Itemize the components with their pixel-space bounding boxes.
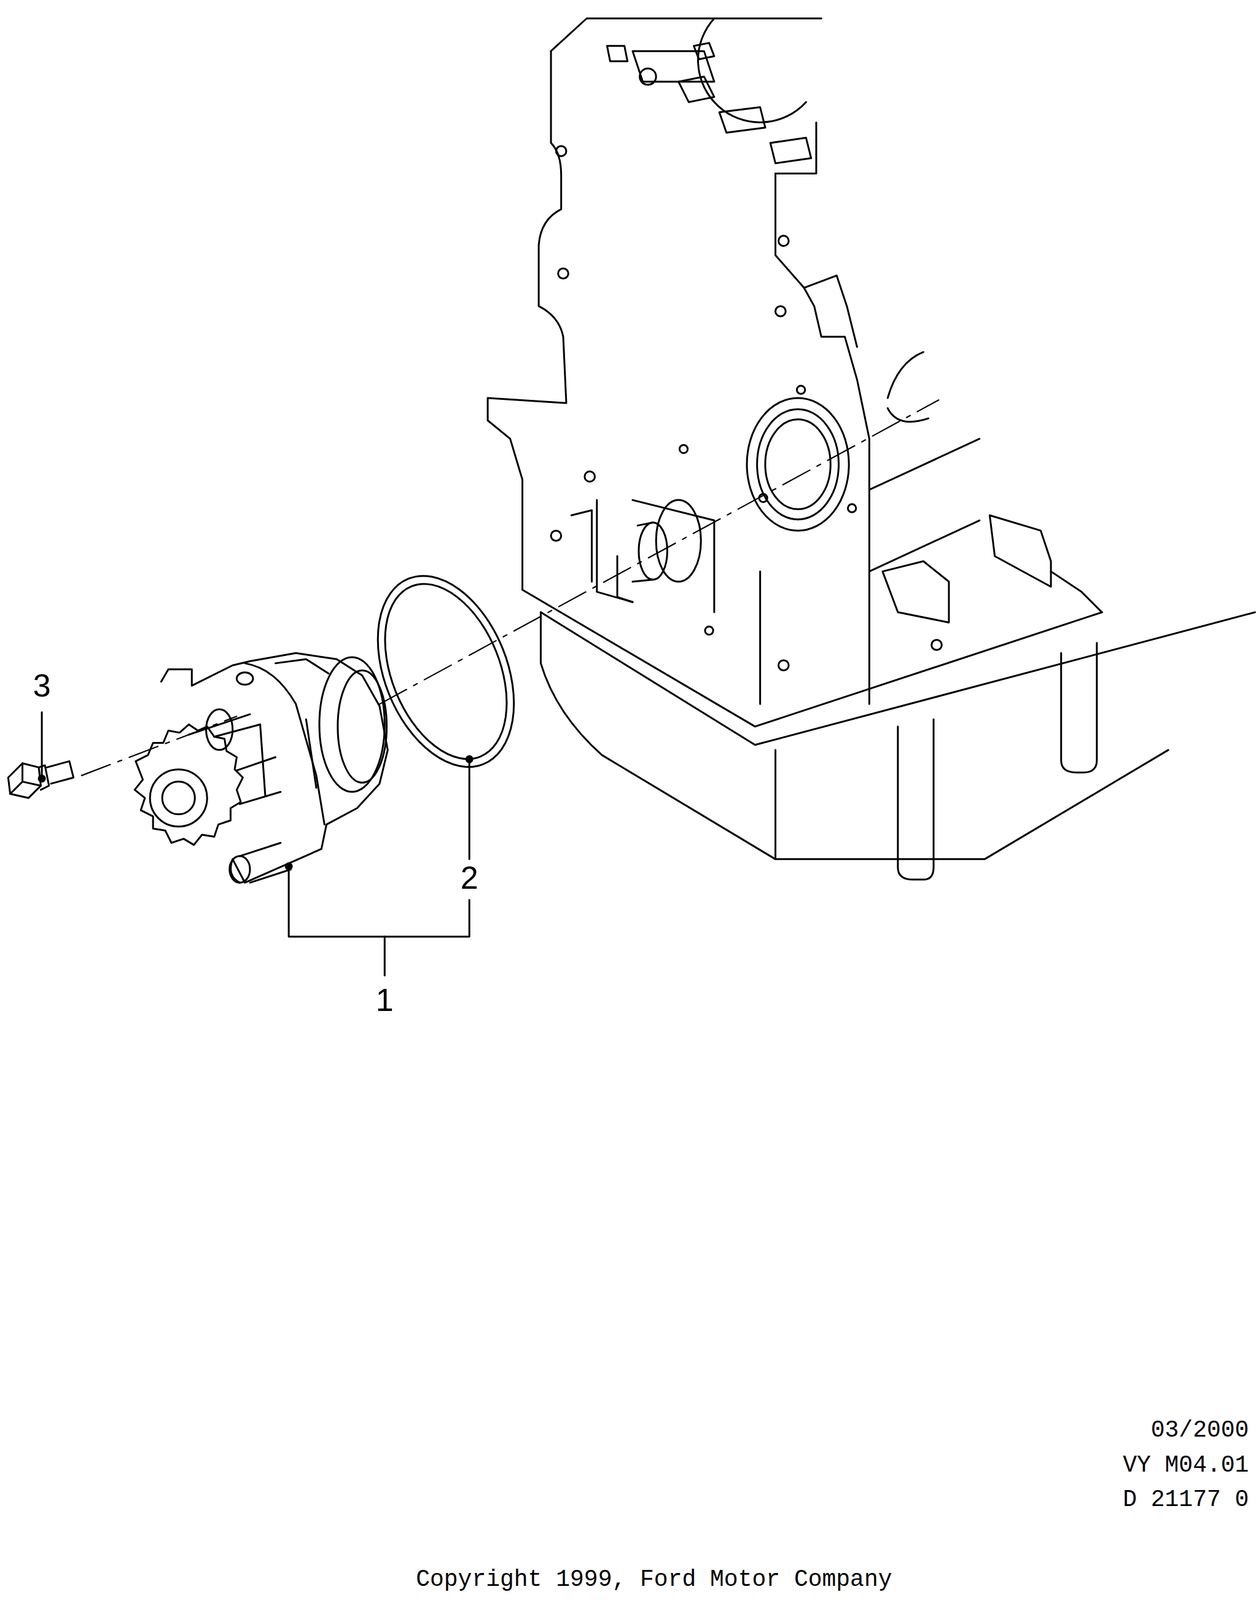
copyright-note: Copyright 1999, Ford Motor Company	[415, 1568, 892, 1592]
date-code: 03/2000	[1150, 1418, 1250, 1443]
callout-number: 2	[460, 861, 479, 894]
center-line	[81, 399, 939, 776]
o-ring-gasket	[351, 555, 541, 788]
leader-lines	[38, 712, 473, 976]
callout-number: 1	[375, 983, 394, 1016]
bolt	[7, 760, 74, 798]
drawing-number: D 21177 0	[1122, 1488, 1249, 1512]
water-pump	[134, 652, 388, 883]
engine-block	[487, 18, 1255, 880]
callout-number: 3	[33, 669, 51, 702]
sheet-code: VY M04.01	[1122, 1453, 1249, 1478]
